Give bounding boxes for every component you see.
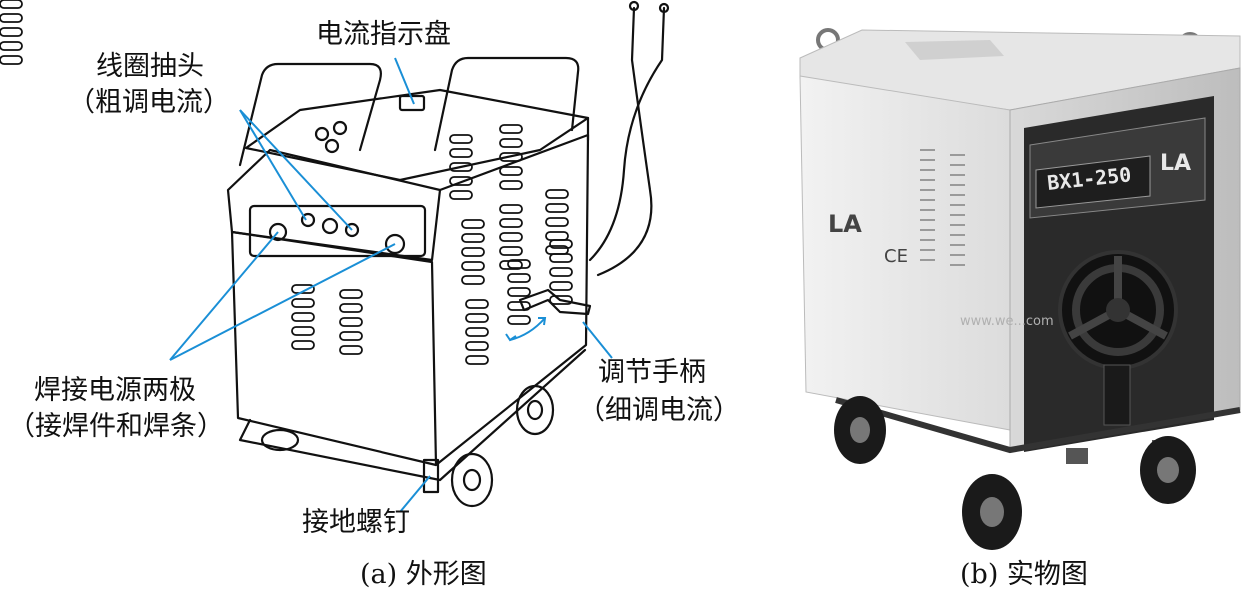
leader-ground xyxy=(399,475,431,513)
leader-coil-tap-2 xyxy=(239,109,353,231)
label-handle-line2: （细调电流） xyxy=(578,395,740,426)
label-poles-line1: 焊接电源两极 xyxy=(34,375,196,406)
handle-left-frame xyxy=(238,62,382,167)
cable-2 xyxy=(588,6,666,262)
label-ground-screw: 接地螺钉 xyxy=(302,507,410,538)
leader-poles-1 xyxy=(169,231,279,361)
label-coil-tap-line2: （粗调电流） xyxy=(68,87,230,118)
label-poles-line2: （接焊件和焊条） xyxy=(8,411,224,442)
caption-b: (b) 实物图 xyxy=(960,559,1088,590)
caption-a: (a) 外形图 xyxy=(360,559,487,590)
side-body xyxy=(434,133,590,467)
front-body xyxy=(230,230,438,467)
rotation-arrow xyxy=(509,317,546,341)
leader-handle xyxy=(582,321,613,359)
wheel-front-right xyxy=(450,452,494,508)
leader-poles-2 xyxy=(169,243,396,361)
leader-current-dial xyxy=(394,57,415,105)
cable-1 xyxy=(596,6,653,277)
handle-right-frame xyxy=(433,56,580,152)
adjust-handle xyxy=(518,288,592,316)
label-handle-line1: 调节手柄 xyxy=(598,357,706,388)
wheel-rear xyxy=(515,384,555,436)
label-coil-tap-line1: 线圈抽头 xyxy=(96,51,204,82)
leader-coil-tap-1 xyxy=(239,109,307,221)
vent-slots xyxy=(0,0,573,365)
front-panel xyxy=(226,148,442,262)
wheel-front-left xyxy=(260,428,300,452)
label-current-dial: 电流指示盘 xyxy=(316,19,451,50)
top-panel xyxy=(244,88,590,182)
